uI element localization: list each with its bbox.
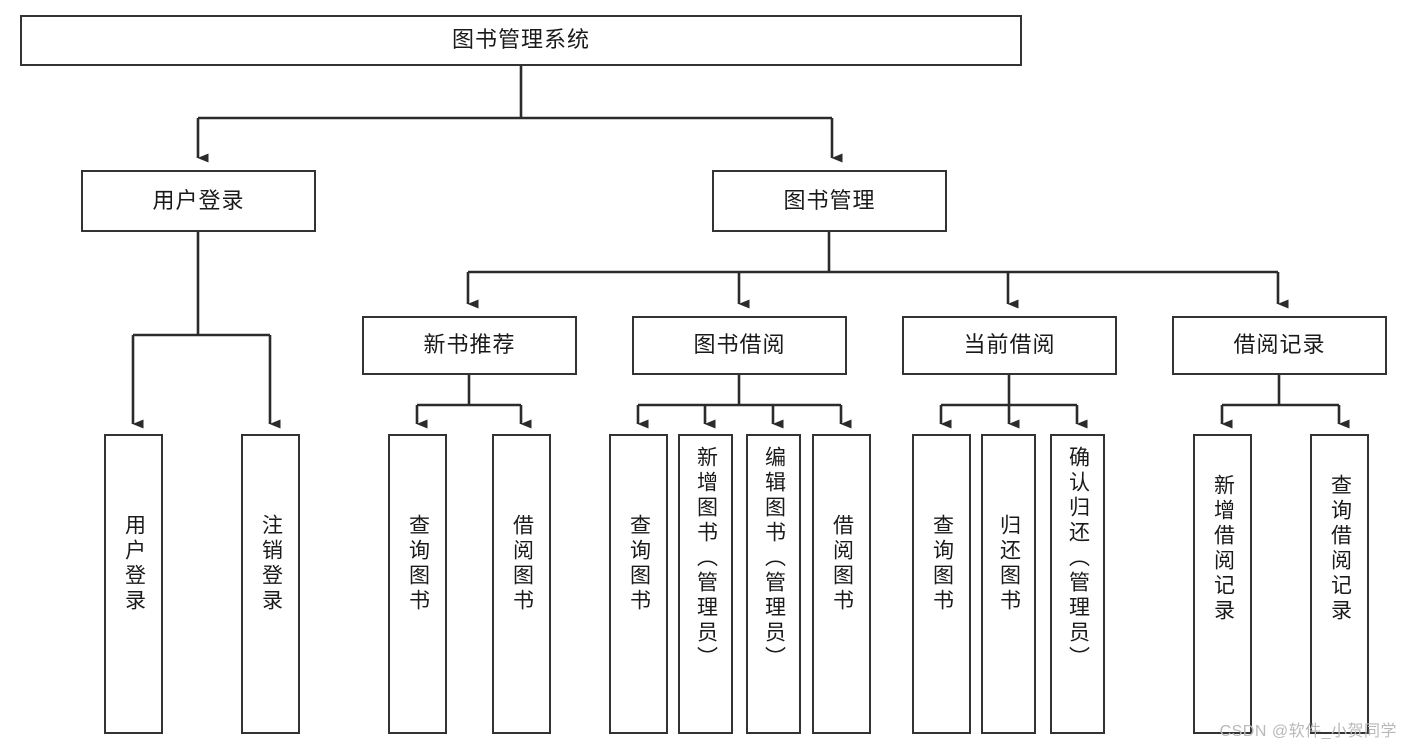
node-leaf-confirm-return-label: 确认归还（管理员） — [1066, 446, 1090, 671]
node-leaf-user-login-label: 用户登录 — [122, 514, 146, 614]
node-leaf-query-book-1-label: 查询图书 — [406, 514, 430, 614]
node-leaf-query-record[interactable]: 查询借阅记录 — [1310, 434, 1369, 734]
csdn-watermark: CSDN @软件_小贺同学 — [1219, 723, 1397, 740]
node-leaf-add-record[interactable]: 新增借阅记录 — [1193, 434, 1252, 734]
node-leaf-logout-label: 注销登录 — [259, 514, 283, 614]
node-leaf-borrow-book-1-label: 借阅图书 — [510, 514, 534, 614]
node-new-book-rec[interactable]: 新书推荐 — [362, 316, 577, 375]
node-leaf-user-login[interactable]: 用户登录 — [104, 434, 163, 734]
node-borrow-record[interactable]: 借阅记录 — [1172, 316, 1387, 375]
node-book-borrow-label: 图书借阅 — [693, 332, 786, 358]
node-leaf-query-record-label: 查询借阅记录 — [1328, 474, 1352, 624]
node-root-label: 图书管理系统 — [451, 27, 590, 53]
node-leaf-query-book-3[interactable]: 查询图书 — [912, 434, 971, 734]
node-user-login-label: 用户登录 — [152, 187, 245, 213]
node-leaf-borrow-book-2[interactable]: 借阅图书 — [812, 434, 871, 734]
node-leaf-confirm-return[interactable]: 确认归还（管理员） — [1050, 434, 1105, 734]
node-leaf-return-book[interactable]: 归还图书 — [981, 434, 1036, 734]
node-user-login[interactable]: 用户登录 — [81, 170, 316, 232]
node-borrow-record-label: 借阅记录 — [1233, 332, 1326, 358]
node-leaf-return-book-label: 归还图书 — [997, 514, 1021, 614]
node-leaf-add-record-label: 新增借阅记录 — [1211, 474, 1235, 624]
node-leaf-query-book-2-label: 查询图书 — [627, 514, 651, 614]
node-leaf-add-book[interactable]: 新增图书（管理员） — [678, 434, 733, 734]
node-leaf-borrow-book-2-label: 借阅图书 — [830, 514, 854, 614]
node-new-book-rec-label: 新书推荐 — [423, 332, 516, 358]
node-book-manage-label: 图书管理 — [783, 187, 876, 213]
node-leaf-edit-book-label: 编辑图书（管理员） — [762, 446, 786, 671]
node-current-borrow-label: 当前借阅 — [963, 332, 1056, 358]
node-leaf-edit-book[interactable]: 编辑图书（管理员） — [746, 434, 801, 734]
node-leaf-add-book-label: 新增图书（管理员） — [694, 446, 718, 671]
node-leaf-borrow-book-1[interactable]: 借阅图书 — [492, 434, 551, 734]
node-leaf-query-book-1[interactable]: 查询图书 — [388, 434, 447, 734]
node-current-borrow[interactable]: 当前借阅 — [902, 316, 1117, 375]
node-root[interactable]: 图书管理系统 — [20, 15, 1022, 66]
node-leaf-logout[interactable]: 注销登录 — [241, 434, 300, 734]
node-leaf-query-book-2[interactable]: 查询图书 — [609, 434, 668, 734]
node-book-borrow[interactable]: 图书借阅 — [632, 316, 847, 375]
node-book-manage[interactable]: 图书管理 — [712, 170, 947, 232]
node-leaf-query-book-3-label: 查询图书 — [930, 514, 954, 614]
